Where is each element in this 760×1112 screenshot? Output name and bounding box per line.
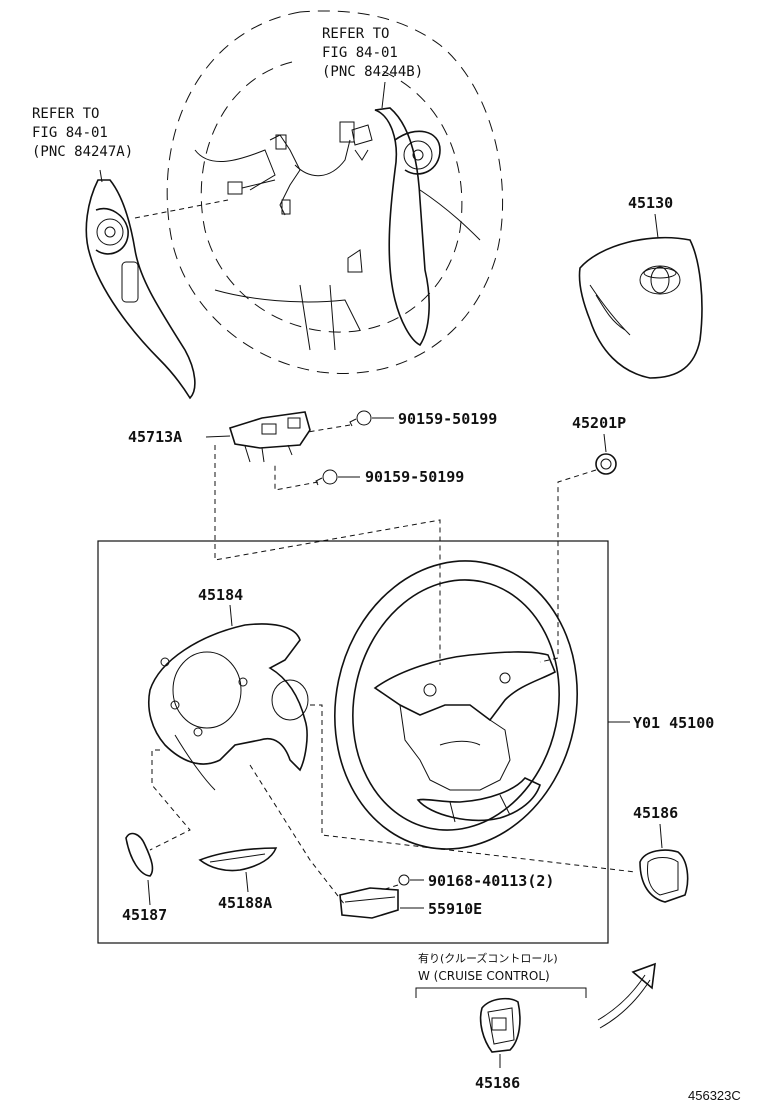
label-90159-upper: 90159-50199 — [398, 410, 497, 428]
label-45130: 45130 — [628, 194, 673, 212]
refer-top-line3: (PNC 84244B) — [322, 64, 423, 80]
label-45188A: 45188A — [218, 894, 272, 912]
label-45184: 45184 — [198, 586, 243, 604]
figure-code: 456323C — [688, 1088, 741, 1103]
arrow-icon — [597, 962, 656, 1029]
steering-wheel-reference-top — [166, 10, 504, 374]
refer-top-line1: REFER TO — [322, 26, 389, 42]
refer-top-line2: FIG 84-01 — [322, 45, 398, 61]
trim-piece-icon — [125, 832, 154, 877]
label-45713A: 45713A — [128, 428, 182, 446]
label-45186-lower: 45186 — [475, 1074, 520, 1092]
cruise-label-jp: 有り(クルーズコントロール) — [418, 951, 558, 965]
cruise-label-en: W (CRUISE CONTROL) — [418, 969, 550, 983]
airbag-icon — [578, 236, 703, 379]
refer-left-line2: FIG 84-01 — [32, 125, 108, 141]
cruise-bracket — [415, 987, 587, 998]
label-55910E: 55910E — [428, 900, 482, 918]
label-90159-lower: 90159-50199 — [365, 468, 464, 486]
connector-icon — [339, 887, 399, 919]
assembly-box — [97, 540, 609, 944]
steering-wheel-icon — [334, 560, 578, 850]
refer-left-line3: (PNC 84247A) — [32, 144, 133, 160]
right-switch-assembly — [347, 107, 441, 347]
toyota-emblem-icon — [639, 265, 681, 295]
label-45187: 45187 — [122, 906, 167, 924]
cover-piece-icon — [639, 849, 689, 903]
lower-cover-icon — [148, 623, 309, 791]
wiring-harness — [227, 121, 369, 216]
cover-piece-icon-cruise — [479, 997, 521, 1053]
label-45201P: 45201P — [572, 414, 626, 432]
refer-left-line1: REFER TO — [32, 106, 99, 122]
screw-icon — [315, 410, 372, 486]
label-Y01-45100: Y01 45100 — [633, 714, 714, 732]
switch-icon — [228, 411, 311, 463]
screw-icon — [398, 874, 410, 886]
left-switch-assembly — [85, 169, 196, 400]
cap-icon — [595, 453, 617, 475]
label-45186-upper: 45186 — [633, 804, 678, 822]
label-90168: 90168-40113(2) — [428, 872, 554, 890]
ornament-icon — [198, 847, 278, 872]
